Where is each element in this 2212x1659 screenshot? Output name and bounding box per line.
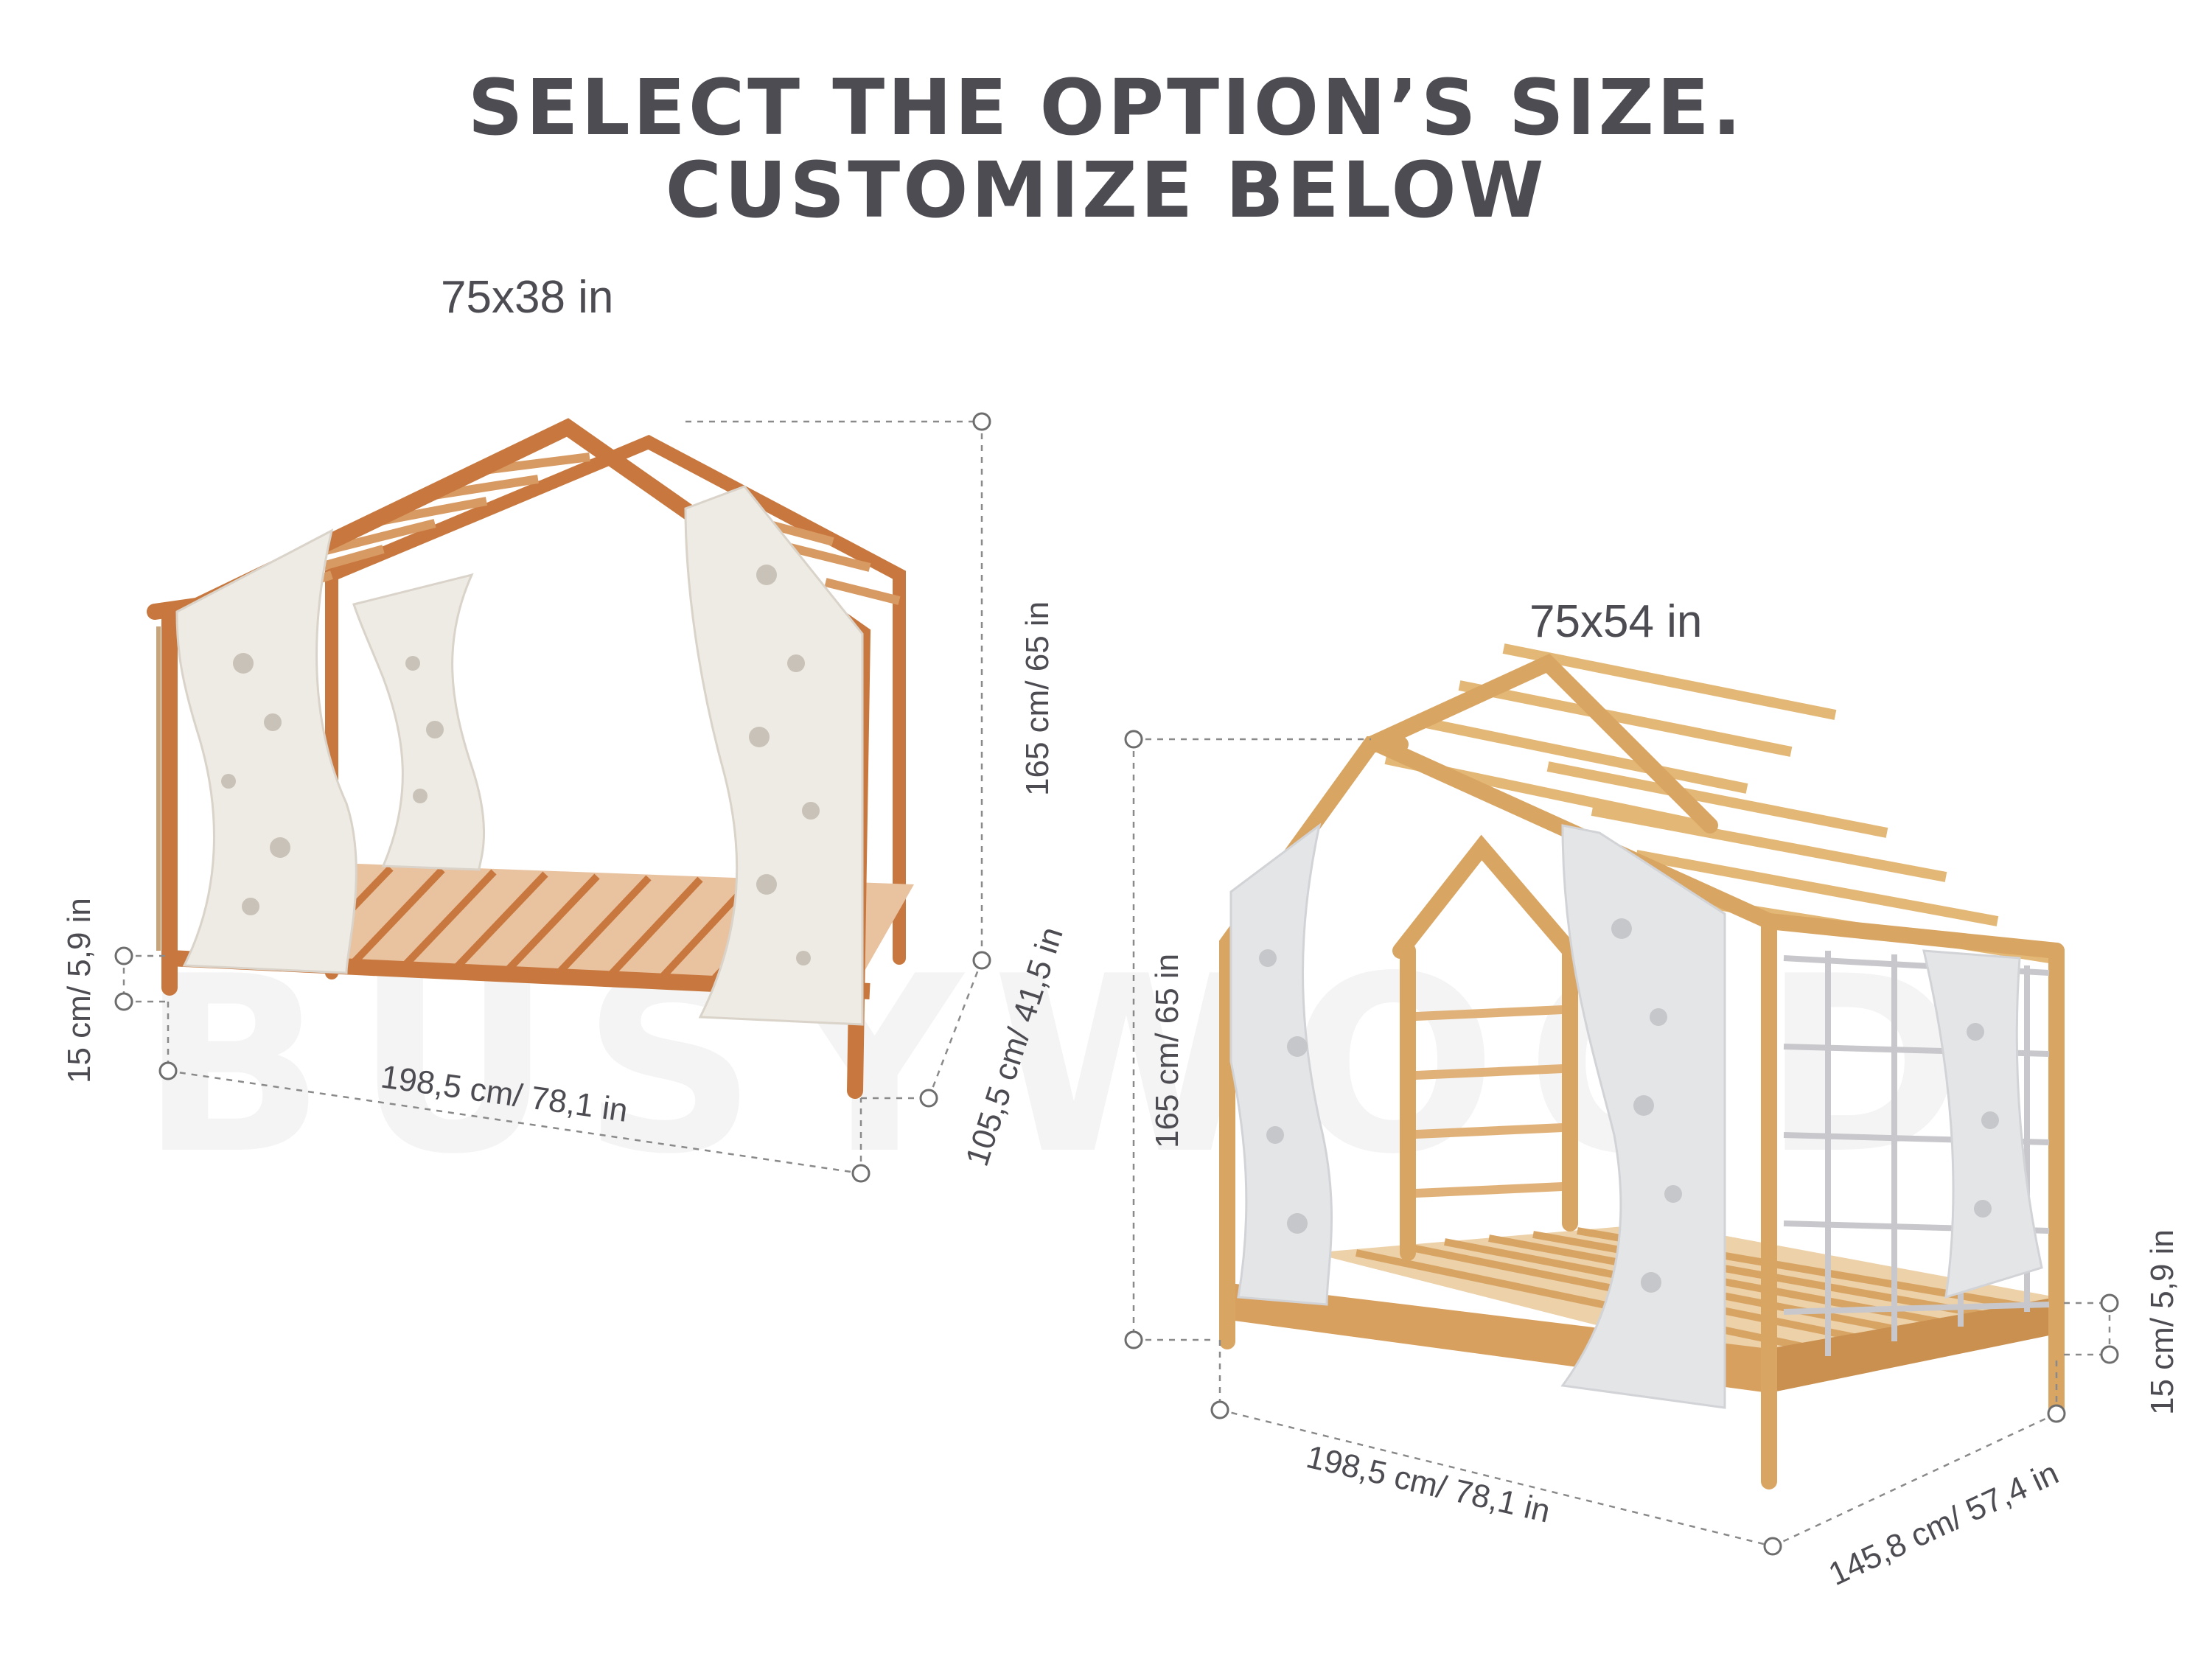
heading-line-2: CUSTOMIZE BELOW: [665, 145, 1547, 235]
option-b-height-dimension: 165 cm/ 65 in: [1149, 954, 1185, 1148]
option-b-length-dimension: 198,5 cm/ 78,1 in: [1303, 1439, 1554, 1530]
option-b-side-rails: [1400, 1005, 1563, 1198]
option-b-dimension-markers: [1124, 730, 2119, 1556]
option-a-height-dimension: 165 cm/ 65 in: [1019, 601, 1056, 796]
option-b-leg-dimension: 15 cm/ 5,9 in: [2144, 1229, 2180, 1415]
option-a-leg-dimension: 15 cm/ 5,9 in: [61, 898, 97, 1083]
option-a-bed[interactable]: [147, 418, 914, 1099]
option-a-panel-holds: [221, 565, 820, 965]
option-a-climbing-panels: [175, 485, 864, 1026]
option-a-dimension-markers: [114, 412, 991, 1183]
option-a-size-label[interactable]: 75x38 in: [441, 272, 614, 323]
option-b-width-dimension: 145,8 cm/ 57,4 in: [1824, 1455, 2065, 1593]
option-a-back-frame: [325, 435, 906, 979]
option-b-bed[interactable]: [1219, 643, 2065, 1489]
option-b-size-label[interactable]: 75x54 in: [1529, 596, 1703, 647]
heading-line-1: SELECT THE OPTION’S SIZE.: [467, 63, 1745, 153]
option-b-panel-holds: [1259, 918, 1999, 1293]
page-heading: SELECT THE OPTION’S SIZE. CUSTOMIZE BELO…: [0, 66, 2212, 231]
